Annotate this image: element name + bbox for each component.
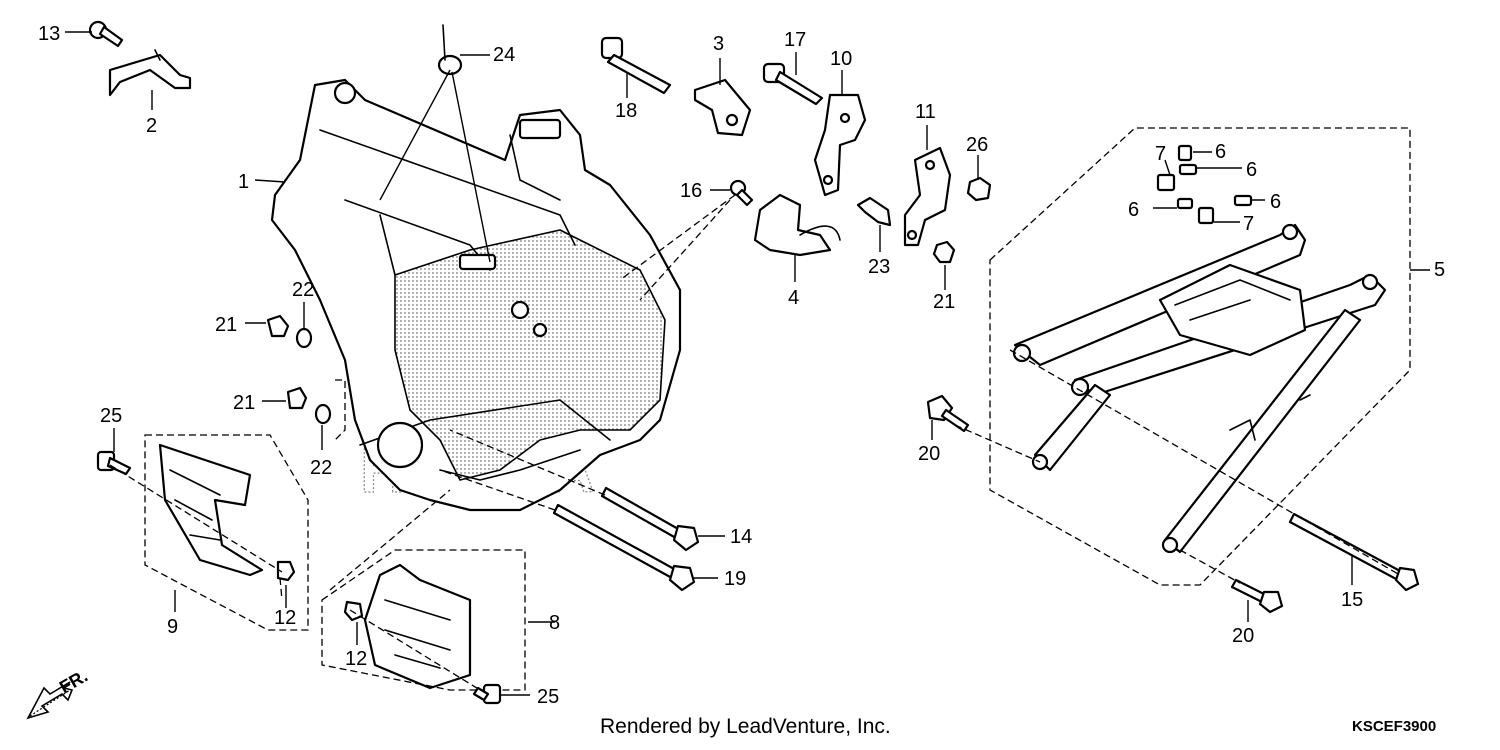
clip-24-leads (379, 69, 491, 263)
subframe-group-outline (989, 127, 1411, 586)
callout-26: 26 (966, 134, 988, 156)
washer-part-22-lower[interactable] (314, 403, 332, 425)
callout-15: 15 (1341, 589, 1363, 611)
callout-1: 1 (238, 171, 249, 193)
footer-credit: Rendered by LeadVenture, Inc. (600, 715, 891, 738)
nut-part-26[interactable] (966, 176, 992, 202)
callout-16: 16 (680, 180, 702, 202)
callout-22-lower: 22 (310, 457, 332, 479)
clip-part-23[interactable] (856, 196, 892, 227)
callout-24: 24 (493, 44, 515, 66)
callout-2: 2 (146, 115, 157, 137)
callout-20-upper: 20 (918, 443, 940, 465)
callout-22-upper: 22 (292, 279, 314, 301)
clamp-part-3[interactable] (693, 78, 752, 137)
callout-20-lower: 20 (1232, 625, 1254, 647)
bracket-part-10[interactable] (813, 93, 867, 197)
guard-9-group-outline (144, 434, 309, 631)
callout-18: 18 (615, 100, 637, 122)
callout-6-right: 6 (1270, 191, 1281, 213)
callout-21-upper-right: 21 (933, 291, 955, 313)
callout-21-left-upper: 21 (215, 314, 237, 336)
callout-4: 4 (788, 287, 799, 309)
nut-part-21-left-upper[interactable] (266, 314, 290, 338)
bolt-part-20-lower[interactable] (1230, 578, 1284, 614)
bolt-part-14[interactable] (600, 486, 700, 552)
callout-12-lower: 12 (345, 648, 367, 670)
lower-guard-part-9[interactable] (158, 443, 264, 577)
bolt-part-17[interactable] (762, 62, 824, 106)
bolt-part-25-lower[interactable] (472, 683, 502, 705)
nut-part-12-lower[interactable] (343, 600, 364, 622)
bracket-part-2[interactable] (108, 49, 192, 97)
lower-guard-part-8[interactable] (363, 563, 472, 690)
callout-5: 5 (1434, 259, 1445, 281)
callout-17: 17 (784, 29, 806, 51)
callout-25-left: 25 (100, 405, 122, 427)
bolt-part-13[interactable] (88, 20, 124, 48)
assembly-lines (109, 194, 1401, 691)
callout-14: 14 (730, 526, 752, 548)
callout-21-left-lower: 21 (233, 392, 255, 414)
callout-23: 23 (868, 256, 890, 278)
callout-13: 13 (38, 23, 60, 45)
callout-11: 11 (915, 101, 936, 123)
bracket-part-11[interactable] (903, 146, 952, 247)
bolt-part-16[interactable] (729, 179, 754, 207)
callout-7-lower: 7 (1243, 213, 1254, 235)
callout-labels: 13 2 1 24 3 18 17 10 16 4 23 11 26 21 7 … (38, 23, 1445, 708)
callout-3: 3 (713, 33, 724, 55)
callout-10: 10 (830, 48, 852, 70)
callout-7-upper: 7 (1155, 143, 1166, 165)
guard-8-group-outline (321, 549, 526, 691)
leader-lines (65, 31, 1430, 696)
subframe-part-5[interactable] (1012, 223, 1387, 554)
bolt-part-20-upper[interactable] (926, 394, 970, 433)
rubber-parts-6-7[interactable] (1156, 144, 1253, 225)
front-direction-arrow-icon: FR. (26, 666, 91, 720)
washer-part-22-upper[interactable] (295, 327, 313, 349)
nut-part-21-left-lower[interactable] (286, 386, 308, 410)
bolt-part-18[interactable] (600, 36, 672, 95)
bolt-part-25-left[interactable] (96, 450, 132, 476)
callout-6-top: 6 (1215, 141, 1226, 163)
callout-9: 9 (167, 616, 178, 638)
nut-part-21-upper-right[interactable] (932, 240, 956, 264)
nut-part-12-left[interactable] (276, 560, 296, 582)
bracket-part-4[interactable] (753, 193, 841, 257)
callout-12-left: 12 (274, 607, 296, 629)
main-frame-part-1[interactable] (270, 78, 682, 512)
bolt-part-19[interactable] (552, 503, 696, 592)
callout-19: 19 (724, 568, 746, 590)
callout-8: 8 (549, 612, 560, 634)
diagram-code: KSCEF3900 (1352, 718, 1436, 735)
bolt-part-15[interactable] (1288, 512, 1420, 592)
callout-25-lower: 25 (537, 686, 559, 708)
callout-6-second: 6 (1246, 159, 1257, 181)
callout-6-left: 6 (1128, 199, 1139, 221)
clip-part-24[interactable] (437, 24, 463, 76)
